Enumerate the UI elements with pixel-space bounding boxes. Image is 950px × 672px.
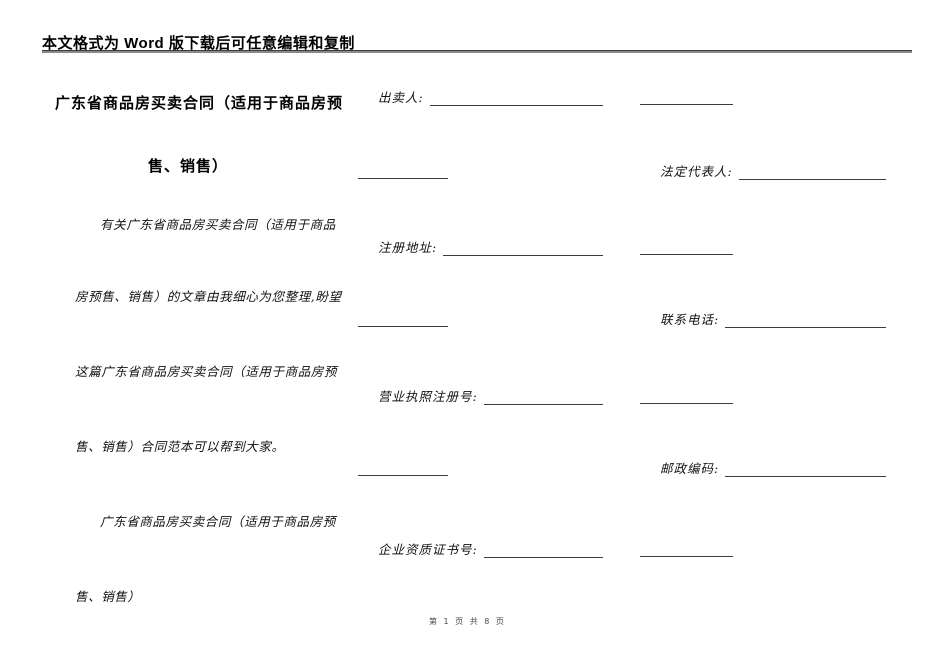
intro-line: 房预售、销售）的文章由我细心为您整理,盼望 — [75, 289, 342, 304]
field-row-business-license: 营业执照注册号: — [378, 387, 603, 405]
legal-rep-blank-field-2[interactable] — [358, 164, 448, 179]
qualification-cert-blank-field-2[interactable] — [640, 542, 733, 557]
field-row-postal-code: 邮政编码: — [660, 459, 886, 477]
page-number-footer: 第 1 页 共 8 页 — [429, 617, 506, 626]
reg-address-blank-field[interactable] — [443, 241, 603, 256]
page-title-line2: 售、销售） — [148, 158, 229, 175]
seller-blank-field-2[interactable] — [640, 90, 733, 105]
qualification-cert-blank-field[interactable] — [483, 543, 603, 558]
postal-code-blank-field[interactable] — [725, 462, 886, 477]
phone-label: 联系电话: — [660, 312, 720, 327]
reg-address-label: 注册地址: — [378, 240, 438, 255]
field-row-reg-address: 注册地址: — [378, 238, 603, 256]
page-title-line1: 广东省商品房买卖合同（适用于商品房预 — [55, 95, 344, 112]
intro-line: 售、销售）合同范本可以帮到大家。 — [75, 439, 285, 454]
business-license-label: 营业执照注册号: — [378, 389, 478, 404]
phone-blank-field[interactable] — [725, 313, 886, 328]
subtitle-line: 广东省商品房买卖合同（适用于商品房预 — [100, 514, 336, 529]
qualification-cert-label: 企业资质证书号: — [378, 542, 478, 557]
phone-blank-field-2[interactable] — [358, 312, 448, 327]
intro-line: 有关广东省商品房买卖合同（适用于商品 — [100, 217, 336, 232]
field-row-legal-rep: 法定代表人: — [660, 162, 886, 180]
legal-rep-blank-field[interactable] — [738, 165, 886, 180]
intro-line: 这篇广东省商品房买卖合同（适用于商品房预 — [75, 364, 338, 379]
field-row-qualification-cert: 企业资质证书号: — [378, 540, 603, 558]
business-license-blank-field[interactable] — [483, 390, 603, 405]
business-license-blank-field-2[interactable] — [640, 389, 733, 404]
reg-address-blank-field-2[interactable] — [640, 240, 733, 255]
field-row-phone: 联系电话: — [660, 310, 886, 328]
seller-blank-field[interactable] — [429, 91, 603, 106]
legal-rep-label: 法定代表人: — [660, 164, 733, 179]
header-notice: 本文格式为 Word 版下载后可任意编辑和复制 — [42, 35, 355, 52]
seller-label: 出卖人: — [378, 90, 424, 105]
postal-code-label: 邮政编码: — [660, 461, 720, 476]
header-divider — [42, 50, 912, 53]
field-row-seller: 出卖人: — [378, 88, 603, 106]
postal-code-blank-field-2[interactable] — [358, 461, 448, 476]
subtitle-line: 售、销售） — [75, 589, 141, 604]
